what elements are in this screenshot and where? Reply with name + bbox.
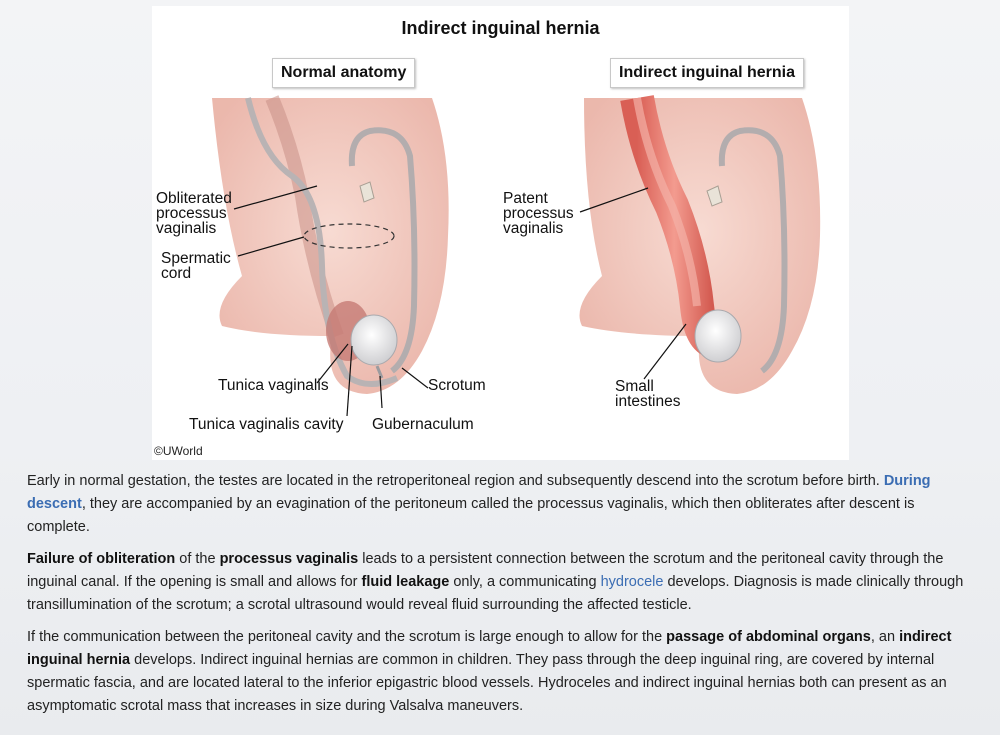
label-spermatic-cord: Spermatic cord — [161, 250, 231, 282]
anatomy-figure: Indirect inguinal hernia Normal anatomy … — [152, 6, 849, 460]
hernia-panel-label: Indirect inguinal hernia — [610, 58, 805, 88]
paragraph-1: Early in normal gestation, the testes ar… — [27, 473, 931, 535]
paragraph-3: If the communication between the periton… — [27, 629, 952, 714]
paragraph-2: Failure of obliteration of the processus… — [27, 551, 964, 613]
copyright-credit: ©UWorld — [154, 444, 203, 458]
label-scrotum: Scrotum — [428, 377, 486, 394]
label-patent-processus-vaginalis: Patent processus vaginalis — [503, 190, 574, 237]
anatomy-illustration — [212, 95, 821, 417]
label-obliterated-processus-vaginalis: Obliterated processus vaginalis — [156, 190, 232, 237]
figure-title: Indirect inguinal hernia — [401, 18, 600, 38]
normal-anatomy-drawing — [212, 95, 449, 417]
during-descent-link[interactable]: During descent — [27, 473, 931, 512]
hydrocele-link[interactable]: hydrocele — [600, 574, 664, 590]
hernia-drawing — [579, 95, 821, 394]
label-tunica-vaginalis: Tunica vaginalis — [218, 377, 329, 394]
label-small-intestines: Small intestines — [615, 378, 681, 410]
label-gubernaculum: Gubernaculum — [372, 416, 474, 433]
label-tunica-vaginalis-cavity: Tunica vaginalis cavity — [189, 416, 344, 433]
explanation-text: Early in normal gestation, the testes ar… — [27, 470, 967, 727]
normal-anatomy-label: Normal anatomy — [272, 58, 416, 88]
